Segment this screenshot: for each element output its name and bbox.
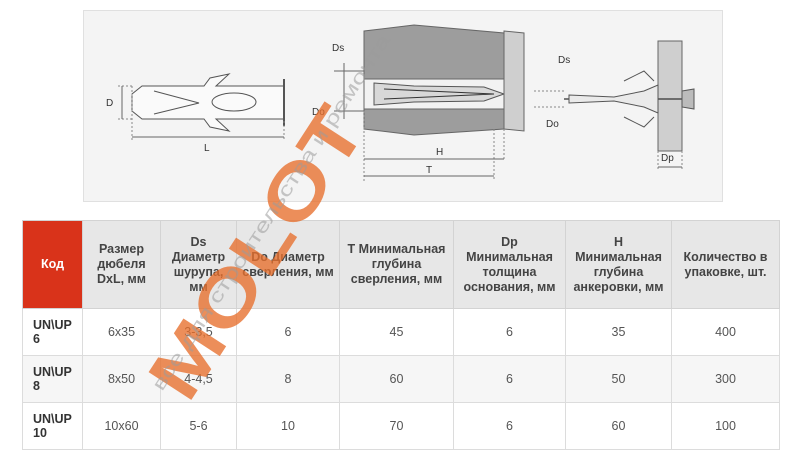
spec-table: Код Размер дюбеля DxL, мм Ds Диаметр шур… — [22, 220, 780, 450]
col-header-dp: Dp Минимальная толщина основания, мм — [453, 220, 566, 309]
cell-code: UN\UP 6 — [22, 308, 83, 356]
cell-dp: 6 — [453, 402, 566, 450]
table-row: UN\UP 10 10x60 5-6 10 70 6 60 100 — [22, 402, 780, 450]
col-header-size: Размер дюбеля DxL, мм — [82, 220, 161, 309]
label-dp: Dp — [661, 153, 674, 164]
cell-h: 35 — [565, 308, 672, 356]
col-header-h: H Минимальная глубина анкеровки, мм — [565, 220, 672, 309]
label-l: L — [204, 143, 210, 154]
label-ds-middle: Ds — [332, 43, 344, 54]
col-header-do: Do Диаметр сверления, мм — [236, 220, 340, 309]
technical-drawing: D L Ds Do H T — [83, 10, 723, 202]
dowel-installed-view — [334, 24, 525, 181]
cell-size: 10x60 — [82, 402, 161, 450]
dowel-diagram: D L Ds Do H T — [106, 24, 695, 181]
table-row: UN\UP 6 6x35 3-3,5 6 45 6 35 400 — [22, 308, 780, 356]
label-d: D — [106, 98, 113, 109]
cell-t: 70 — [339, 402, 454, 450]
label-h: H — [436, 147, 443, 158]
cell-h: 60 — [565, 402, 672, 450]
label-t: T — [426, 165, 432, 176]
dowel-side-view — [118, 73, 285, 141]
cell-qty: 400 — [671, 308, 780, 356]
cell-size: 8x50 — [82, 355, 161, 403]
label-do-middle: Do — [312, 107, 325, 118]
col-header-code: Код — [22, 220, 83, 309]
cell-t: 60 — [339, 355, 454, 403]
cell-h: 50 — [565, 355, 672, 403]
col-header-ds: Ds Диаметр шурупа, мм — [160, 220, 237, 309]
cell-dp: 6 — [453, 355, 566, 403]
cell-t: 45 — [339, 308, 454, 356]
col-header-t: T Минимальная глубина сверления, мм — [339, 220, 454, 309]
cell-size: 6x35 — [82, 308, 161, 356]
cell-dp: 6 — [453, 308, 566, 356]
cell-ds: 4-4,5 — [160, 355, 237, 403]
cell-qty: 100 — [671, 402, 780, 450]
label-do-right: Do — [546, 119, 559, 130]
table-row: UN\UP 8 8x50 4-4,5 8 60 6 50 300 — [22, 355, 780, 403]
cell-ds: 5-6 — [160, 402, 237, 450]
dowel-panel-view — [534, 40, 695, 171]
cell-qty: 300 — [671, 355, 780, 403]
col-header-qty: Количество в упаковке, шт. — [671, 220, 780, 309]
label-ds-right: Ds — [558, 55, 570, 66]
cell-do: 10 — [236, 402, 340, 450]
cell-do: 8 — [236, 355, 340, 403]
cell-code: UN\UP 10 — [22, 402, 83, 450]
cell-do: 6 — [236, 308, 340, 356]
header-row: Код Размер дюбеля DxL, мм Ds Диаметр шур… — [22, 220, 780, 309]
cell-code: UN\UP 8 — [22, 355, 83, 403]
cell-ds: 3-3,5 — [160, 308, 237, 356]
